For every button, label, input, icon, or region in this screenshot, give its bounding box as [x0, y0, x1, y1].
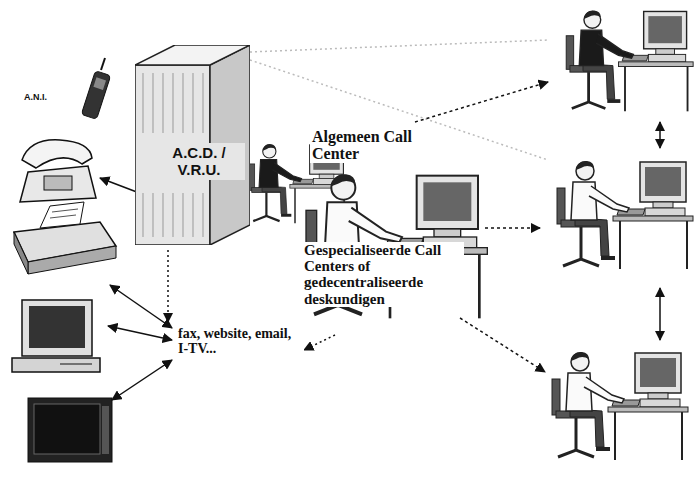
mobile-phone — [81, 58, 110, 119]
server-box: A.C.D. / V.R.U. — [135, 45, 250, 245]
device-label: A.C.D. / V.R.U. — [153, 143, 245, 180]
specialist-figure — [566, 10, 693, 111]
group-label: Gespecialiseerde Call Centers of gedecen… — [302, 242, 464, 307]
specialist-figure — [557, 161, 693, 269]
computer — [12, 300, 100, 372]
specialist-figure — [552, 352, 688, 460]
fax-machine — [14, 202, 116, 274]
television — [28, 398, 112, 462]
group-label: Algemeen Call Center — [310, 128, 414, 163]
group-label: fax, website, email, I-TV... — [176, 326, 304, 356]
caller-id-label: A.N.I. — [22, 93, 66, 103]
desk-phone — [20, 140, 96, 202]
